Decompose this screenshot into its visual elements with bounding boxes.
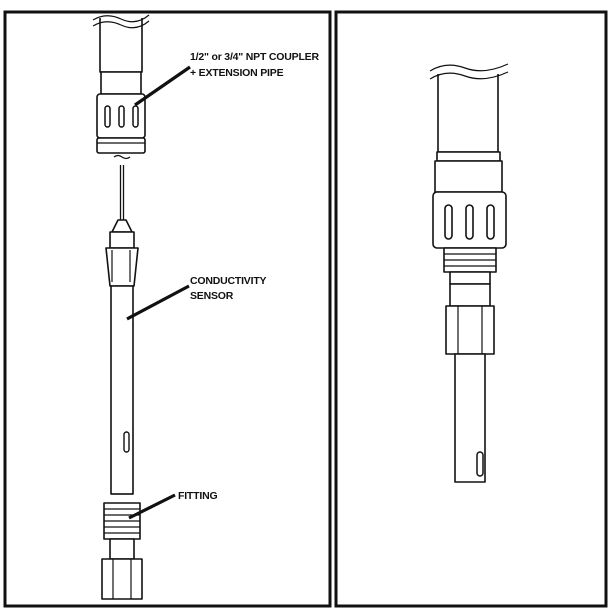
exploded-view-frame (3, 10, 332, 608)
assembled-npt-coupler (432, 151, 507, 249)
coupler-label-line1: 1/2" or 3/4" NPT COUPLER (190, 51, 319, 63)
fitting-leader-line (128, 493, 176, 520)
coupler-leader-line (134, 65, 191, 107)
sensor-leader-line (126, 284, 190, 321)
assembled-sensor-tip (454, 353, 486, 483)
npt-coupler (96, 71, 146, 160)
conductivity-sensor (105, 231, 139, 495)
assembled-extension-pipe (429, 63, 509, 153)
exploded-view-panel: 1/2" or 3/4" NPT COUPLER + EXTENSION PIP… (3, 10, 332, 608)
sensor-label-line1: CONDUCTIVITY (190, 275, 267, 287)
assembled-fitting (443, 247, 497, 355)
extension-pipe (92, 14, 150, 73)
fitting-label: FITTING (178, 490, 217, 502)
sensor-label-line2: SENSOR (190, 290, 234, 302)
compression-fitting (101, 502, 143, 600)
assembled-view-panel (334, 10, 608, 608)
coupler-label-line2: + EXTENSION PIPE (190, 67, 284, 79)
sensor-cable (111, 165, 133, 233)
